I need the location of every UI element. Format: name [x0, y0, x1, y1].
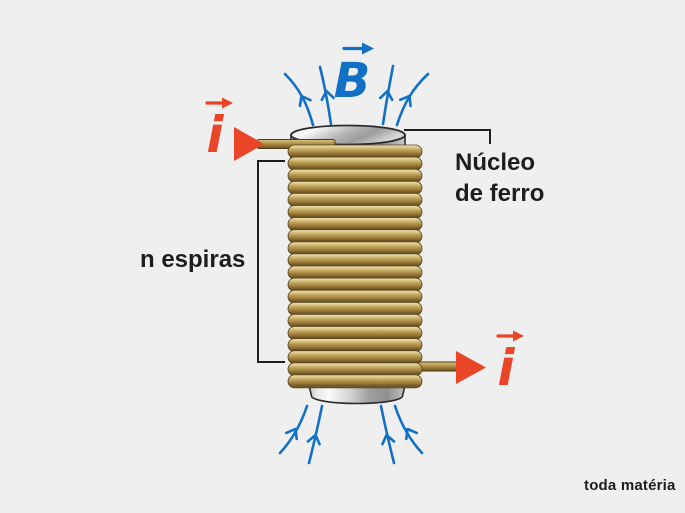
coil-turn [287, 241, 423, 256]
coil-turn [287, 168, 423, 183]
vector-arrow-icon [205, 97, 233, 109]
current-in-symbol: i [206, 106, 224, 164]
current-arrowhead-out-icon [456, 351, 486, 384]
n-espiras-bracket [257, 160, 285, 363]
field-arrow-icon [306, 433, 321, 446]
field-lines-top [283, 64, 430, 127]
coil-turn [287, 144, 423, 159]
field-line [393, 404, 424, 455]
field-line [318, 65, 333, 126]
b-field-label: B [330, 42, 374, 105]
coil-turn [287, 313, 423, 328]
current-in-label: i [197, 97, 233, 160]
coil-turn [287, 229, 423, 244]
coil-turn [287, 192, 423, 207]
coil-turn [287, 253, 423, 268]
coil-turn [287, 217, 423, 232]
field-arrow-icon [381, 433, 396, 446]
core-label-line1: Núcleo [455, 149, 536, 176]
current-out-symbol: i [497, 339, 515, 397]
core-label-line2: de ferro [455, 180, 545, 207]
field-lines-bottom [278, 404, 424, 465]
solenoid-coil [287, 144, 423, 389]
coil-turn [287, 374, 423, 389]
coil-turn [287, 265, 423, 280]
coil-turn [287, 338, 423, 353]
vector-arrow-icon [342, 42, 374, 55]
vector-arrow-icon [496, 330, 524, 342]
coil-turn [287, 289, 423, 304]
field-arrow-icon [405, 427, 418, 441]
field-arrow-icon [298, 94, 312, 108]
coil-turn [287, 326, 423, 340]
current-out-label: i [488, 330, 524, 393]
coil-turn [287, 350, 423, 365]
field-arrow-icon [285, 427, 298, 441]
field-arrow-icon [398, 94, 412, 108]
current-arrowhead-in-icon [234, 127, 264, 161]
coil-turn [287, 156, 423, 171]
core-leader-line [404, 129, 491, 144]
field-arrow-icon [320, 89, 335, 102]
coil-turn [287, 301, 423, 316]
field-line [381, 64, 395, 126]
n-espiras-label: n espiras [140, 246, 246, 273]
core-label: Núcleo de ferro [455, 147, 544, 209]
coil-turn [287, 205, 423, 219]
coil-turn [287, 277, 423, 292]
coil-turn [287, 180, 423, 195]
watermark: toda matéria [584, 477, 676, 494]
field-arrow-icon [379, 89, 394, 102]
coil-turn [287, 362, 423, 377]
b-field-symbol: B [333, 53, 371, 109]
